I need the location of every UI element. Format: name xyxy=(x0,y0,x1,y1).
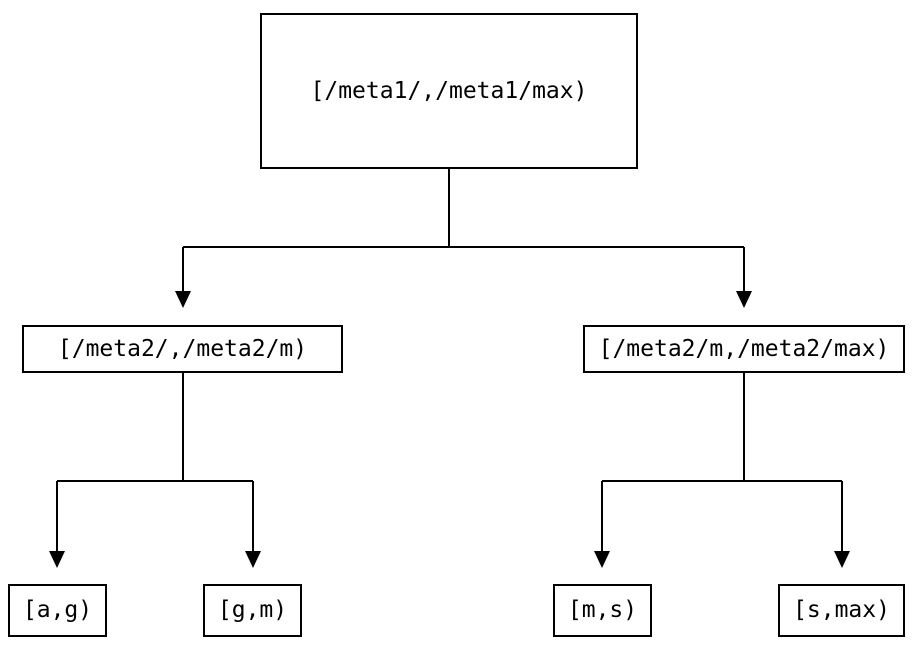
tree-node-range-gm: [g,m) xyxy=(203,584,302,637)
tree-node-range-smax: [s,max) xyxy=(778,584,905,637)
arrowhead-icon xyxy=(594,551,610,568)
tree-node-range-ag: [a,g) xyxy=(8,584,107,637)
edge-root-branches xyxy=(182,169,745,291)
edge-left-subtree-branches xyxy=(56,373,254,551)
tree-node-root: [/meta1/,/meta1/max) xyxy=(260,13,638,169)
edge-right-subtree-branches xyxy=(601,373,843,551)
tree-node-meta2-low: [/meta2/,/meta2/m) xyxy=(22,325,343,373)
arrowhead-icon xyxy=(736,291,752,308)
tree-node-meta2-high: [/meta2/m,/meta2/max) xyxy=(583,325,905,373)
tree-node-range-ms: [m,s) xyxy=(553,584,652,637)
arrowhead-icon xyxy=(834,551,850,568)
arrowhead-icon xyxy=(49,551,65,568)
arrowhead-icon xyxy=(245,551,261,568)
arrowhead-icon xyxy=(175,291,191,308)
